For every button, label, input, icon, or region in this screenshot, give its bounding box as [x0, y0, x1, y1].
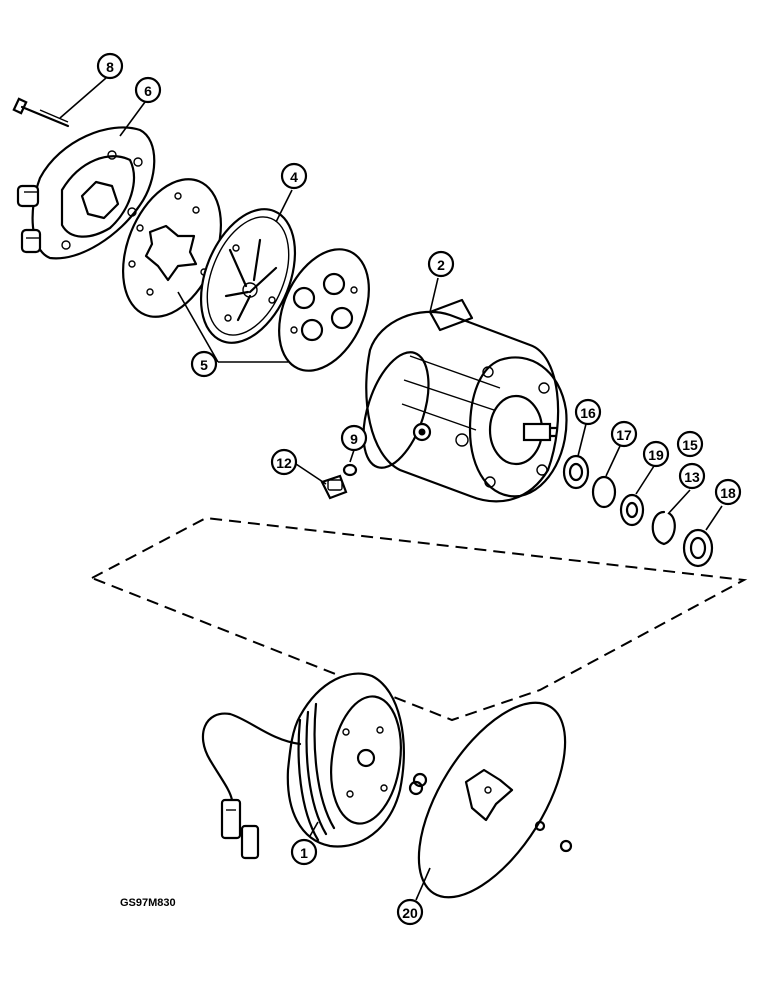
rear-head-part [16, 126, 156, 260]
gasket-right-part [278, 248, 370, 372]
callout-4-label: 4 [290, 169, 298, 185]
drawing-code: GS97M830 [120, 897, 176, 909]
callout-19-label: 19 [648, 447, 664, 463]
callout-5: 5 [190, 350, 218, 378]
callout-4: 4 [280, 162, 308, 190]
callout-18: 18 [714, 478, 742, 506]
callout-2-label: 2 [437, 257, 445, 273]
callout-5-label: 5 [200, 357, 208, 373]
callout-15-label: 15 [682, 437, 698, 453]
callout-17-label: 17 [616, 427, 632, 443]
callout-19: 19 [642, 440, 670, 468]
callout-9: 9 [340, 424, 368, 452]
valve-plate-part [199, 208, 297, 344]
clutch-pulley-part [201, 672, 405, 860]
callout-16-label: 16 [580, 405, 596, 421]
front-plate-part [408, 701, 573, 899]
bolt-part [12, 97, 70, 128]
o-ring-part [342, 463, 358, 477]
callout-8: 8 [96, 52, 124, 80]
assembly-outline [89, 516, 748, 722]
callout-20-label: 20 [402, 905, 418, 921]
felt-seal-part [682, 528, 714, 568]
callout-13: 13 [678, 462, 706, 490]
plug-part [320, 474, 348, 500]
compressor-body-part [362, 298, 568, 503]
callout-12-label: 12 [276, 455, 292, 471]
callout-15: 15 [676, 430, 704, 458]
callout-13-label: 13 [684, 469, 700, 485]
callout-6: 6 [134, 76, 162, 104]
callout-8-label: 8 [106, 59, 114, 75]
callout-18-label: 18 [720, 485, 736, 501]
callout-6-label: 6 [144, 83, 152, 99]
retaining-ring-part [651, 510, 676, 546]
leader-lines [59, 77, 723, 901]
seal-part [562, 454, 590, 490]
callout-9-label: 9 [350, 431, 358, 447]
callout-1-label: 1 [300, 845, 308, 861]
callout-20: 20 [396, 898, 424, 926]
callout-2: 2 [427, 250, 455, 278]
callout-16: 16 [574, 398, 602, 426]
seal-seat-part [619, 493, 645, 527]
callout-1: 1 [290, 838, 318, 866]
callout-17: 17 [610, 420, 638, 448]
callout-12: 12 [270, 448, 298, 476]
snap-ring-part [591, 475, 617, 509]
